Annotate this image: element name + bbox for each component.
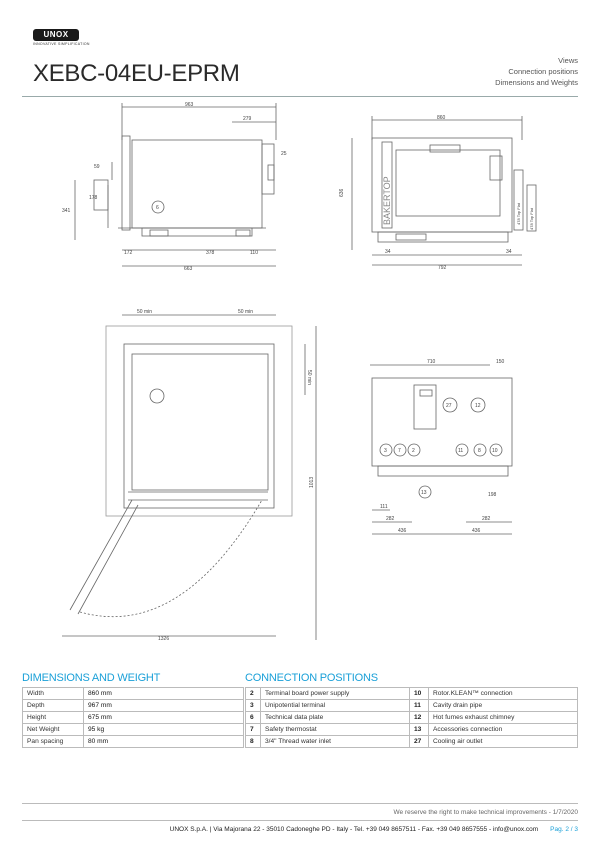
connections-title: CONNECTION POSITIONS — [245, 672, 378, 684]
footer-address: UNOX S.p.A. | Via Majorana 22 - 35010 Ca… — [169, 826, 539, 833]
nav-item-dimensions: Dimensions and Weights — [495, 78, 578, 87]
rear-callout-7: 7 — [398, 448, 401, 454]
rear-dim-436b: 436 — [472, 528, 481, 534]
front-overall-dim: 860 — [437, 115, 446, 121]
dimensions-title: DIMENSIONS AND WEIGHT — [22, 672, 161, 684]
front-dim-792: 792 — [438, 265, 447, 271]
side-overall-dim: 963 — [185, 102, 194, 108]
footer-note: We reserve the right to make technical i… — [393, 809, 579, 816]
rear-dim-111: 111 — [380, 504, 388, 510]
rear-dim-710: 710 — [427, 359, 436, 365]
rear-dim-282b: 282 — [482, 516, 491, 522]
side-dim-279: 279 — [243, 116, 252, 122]
side-dim-172: 172 — [124, 250, 133, 256]
rear-dim-282a: 282 — [386, 516, 395, 522]
side-callout-6: 6 — [156, 205, 159, 211]
front-dim-34a: 34 — [385, 249, 391, 255]
rear-dim-436a: 436 — [398, 528, 407, 534]
bakertop-brand: BAKERTOP — [382, 176, 392, 225]
rear-callout-8: 8 — [478, 448, 481, 454]
plan-min-50a: 50 min — [137, 309, 152, 315]
front-view: 860 BAKERTOP 636 478 Top Flat 478 Top Fl… — [339, 115, 537, 271]
footer-divider-top — [22, 803, 578, 804]
plan-view: 50 min 50 min 50 min 1013 1326 — [62, 309, 317, 642]
rear-dim-198: 198 — [488, 492, 497, 498]
nav-item-connection-positions: Connection positions — [508, 67, 578, 76]
side-dim-178: 178 — [89, 195, 98, 201]
side-dim-378: 378 — [206, 250, 215, 256]
front-dim-34b: 34 — [506, 249, 512, 255]
side-view: 963 279 59 178 341 25 6 172 378 110 663 — [62, 102, 287, 272]
side-dim-341: 341 — [62, 208, 71, 214]
plan-min-50c: 50 min — [306, 370, 312, 385]
front-top-flat-b: 478 Top Flat — [529, 207, 534, 230]
side-dim-663: 663 — [184, 266, 193, 272]
section-nav: Views Connection positions Dimensions an… — [495, 55, 578, 88]
nav-item-views: Views — [558, 56, 578, 65]
side-dim-110: 110 — [250, 250, 258, 256]
plan-min-50b: 50 min — [238, 309, 253, 315]
rear-callout-27: 27 — [446, 403, 452, 409]
side-dim-59: 59 — [94, 164, 100, 170]
rear-callout-3: 3 — [384, 448, 387, 454]
brand-tagline: INNOVATIVE SIMPLIFICATION — [33, 42, 90, 46]
rear-callout-2: 2 — [412, 448, 415, 454]
rear-dim-150: 150 — [496, 359, 505, 365]
footer-divider — [22, 820, 578, 821]
unox-logo: UNOX — [33, 29, 79, 41]
rear-callout-11: 11 — [458, 448, 463, 454]
rear-callout-12: 12 — [475, 403, 481, 409]
page-number: Pag. 2 / 3 — [550, 826, 578, 833]
technical-drawings: 963 279 59 178 341 25 6 172 378 110 663 … — [62, 102, 537, 642]
plan-dim-1326: 1326 — [158, 636, 169, 642]
header-divider — [22, 96, 578, 97]
page-title: XEBC-04EU-EPRM — [33, 60, 240, 87]
footer-address-line: UNOX S.p.A. | Via Majorana 22 - 35010 Ca… — [170, 826, 578, 833]
plan-dim-1013: 1013 — [309, 477, 315, 488]
side-dim-25: 25 — [281, 151, 287, 157]
rear-view: 710 150 27 12 3 7 2 11 8 10 13 111 198 2… — [370, 359, 513, 535]
rear-callout-13: 13 — [421, 490, 427, 496]
front-top-flat-a: 478 Top Flat — [516, 202, 521, 225]
rear-callout-10: 10 — [492, 448, 498, 454]
front-dim-636: 636 — [339, 188, 345, 197]
